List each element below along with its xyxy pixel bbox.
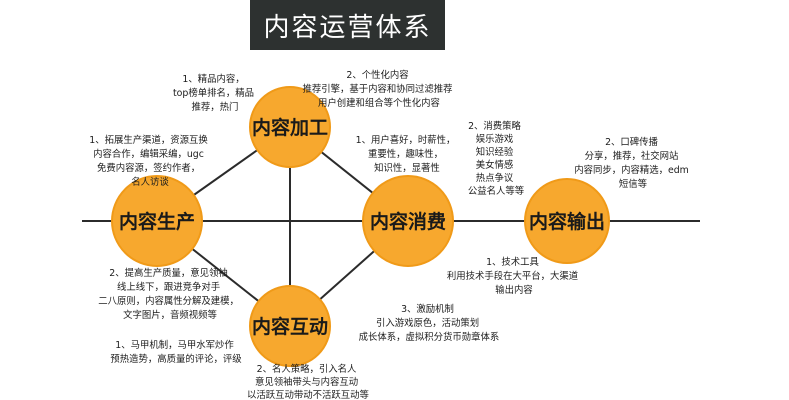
note-line: 娱乐游戏 (476, 133, 514, 145)
note-produce-bottom: 2、提高生产质量，意见领袖 线上线下，跟进竞争对手 二八原则，内容属性分解及建模… (98, 267, 242, 321)
note-line: 1、拓展生产渠道，资源互换 (89, 134, 208, 146)
note-line: 以活跃互动带动不活跃互动等 (247, 389, 369, 400)
note-line: 热点争议 (476, 172, 514, 184)
note-line: 推荐，热门 (192, 101, 239, 113)
note-line: 引入游戏原色，活动策划 (376, 317, 479, 329)
note-line: 利用技术手段在大平台，大渠道 (447, 270, 578, 282)
note-line: 内容合作，编辑采编，ugc (93, 148, 204, 160)
note-consume-bottom: 1、技术工具 利用技术手段在大平台，大渠道 输出内容 (447, 256, 581, 296)
note-line: 1、技术工具 (486, 256, 539, 268)
note-consume-right: 2、消费策略 娱乐游戏 知识经验 美女情感 热点争议 公益名人等等 (468, 120, 524, 197)
node-process-label: 内容加工 (252, 116, 328, 139)
node-consume: 内容消费 (362, 175, 454, 267)
note-line: 分享，推荐，社交网站 (585, 150, 679, 162)
note-line: top榜单排名，精品 (173, 87, 254, 99)
page-title: 内容运营体系 (263, 12, 432, 43)
node-interact-label: 内容互动 (252, 315, 328, 338)
note-line: 内容同步，内容精选，edm (574, 164, 689, 176)
node-produce: 内容生产 (111, 175, 203, 267)
note-line: 1、精品内容， (182, 73, 244, 85)
note-line: 推荐引擎，基于内容和协同过滤推荐 (303, 83, 453, 95)
note-output-top: 2、口碑传播 分享，推荐，社交网站 内容同步，内容精选，edm 短信等 (574, 136, 692, 190)
note-line: 二八原则，内容属性分解及建模， (98, 295, 239, 307)
note-line: 用户创建和组合等个性化内容 (318, 97, 440, 109)
note-produce-top: 1、拓展生产渠道，资源互换 内容合作，编辑采编，ugc 免费内容源，签约作者， … (89, 134, 210, 188)
note-consume-left: 1、用户喜好，时薪性， 重要性，趣味性， 知识性，显著性 (356, 134, 459, 174)
note-line: 名人访谈 (131, 176, 169, 188)
node-output: 内容输出 (524, 178, 610, 264)
note-line: 线上线下，跟进竞争对手 (117, 281, 220, 293)
node-consume-label: 内容消费 (370, 210, 446, 233)
note-interact-bottom: 2、名人策略，引入名人 意见领袖带头与内容互动 以活跃互动带动不活跃互动等 (247, 363, 369, 400)
note-line: 输出内容 (495, 284, 533, 296)
node-interact: 内容互动 (249, 285, 331, 367)
note-line: 1、用户喜好，时薪性， (356, 134, 456, 146)
node-process: 内容加工 (249, 86, 331, 168)
note-interact-left: 1、马甲机制，马甲水军炒作 预热造势，高质量的评论，评级 (110, 339, 242, 365)
note-line: 意见领袖带头与内容互动 (255, 376, 358, 388)
note-line: 短信等 (619, 178, 647, 190)
note-process-left: 1、精品内容， top榜单排名，精品 推荐，热门 (173, 73, 257, 113)
note-process-right: 2、个性化内容 推荐引擎，基于内容和协同过滤推荐 用户创建和组合等个性化内容 (303, 69, 456, 109)
note-line: 免费内容源，签约作者， (97, 162, 200, 174)
title-banner: 内容运营体系 (250, 0, 445, 50)
note-line: 2、提高生产质量，意见领袖 (109, 267, 227, 279)
node-output-label: 内容输出 (529, 210, 605, 233)
note-interact-right: 3、激励机制 引入游戏原色，活动策划 成长体系，虚拟积分货币勋章体系 (359, 303, 500, 343)
note-line: 3、激励机制 (401, 303, 454, 315)
note-line: 知识经验 (476, 146, 514, 158)
note-line: 2、个性化内容 (346, 69, 408, 81)
note-line: 2、消费策略 (468, 120, 521, 132)
note-line: 重要性，趣味性， (368, 148, 443, 160)
node-produce-label: 内容生产 (119, 210, 195, 233)
note-line: 2、口碑传播 (605, 136, 658, 148)
note-line: 公益名人等等 (468, 185, 524, 197)
note-line: 美女情感 (476, 159, 514, 171)
note-line: 成长体系，虚拟积分货币勋章体系 (359, 331, 500, 343)
note-line: 知识性，显著性 (374, 162, 440, 174)
note-line: 文字图片，音频视频等 (123, 309, 217, 321)
note-line: 2、名人策略，引入名人 (257, 363, 357, 375)
note-line: 1、马甲机制，马甲水军炒作 (115, 339, 233, 351)
note-line: 预热造势，高质量的评论，评级 (110, 353, 242, 365)
